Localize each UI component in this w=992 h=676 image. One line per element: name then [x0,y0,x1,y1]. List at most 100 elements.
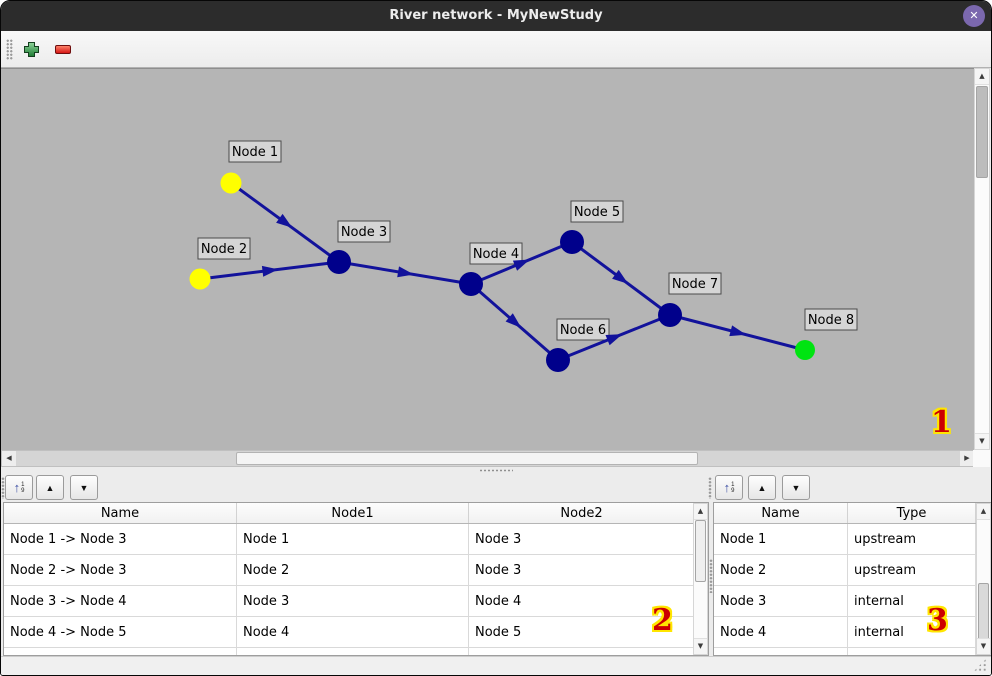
canvas-hscroll-thumb[interactable] [236,452,698,465]
table-cell[interactable]: Node 3 [236,585,469,617]
node-label-box-node-3[interactable] [337,220,391,243]
vertical-sash-handle[interactable] [709,559,713,593]
table-cell[interactable]: internal [847,616,976,648]
table-cell [847,647,976,655]
triangle-up-icon: ▲ [757,482,767,493]
reaches-vscroll-thumb[interactable] [695,520,706,582]
scroll-down-button[interactable]: ▼ [977,638,990,654]
node-node-7[interactable] [658,303,682,327]
edge-arrow-icon [505,313,522,328]
node-node-1[interactable] [220,172,242,194]
table-cell [4,647,237,655]
table-cell[interactable]: Node 4 [468,585,695,617]
table-cell[interactable]: Node 3 [714,585,848,617]
table-cell[interactable]: Node 3 [468,523,695,555]
scroll-up-button[interactable]: ▲ [977,504,990,520]
canvas-vscrollbar[interactable]: ▲ ▼ [974,68,990,450]
toolbar-drag-handle[interactable] [6,39,13,60]
table-cell[interactable]: Node 4 [714,616,848,648]
edge-arrow-icon [397,266,414,278]
node-label-box-node-7[interactable] [668,272,722,295]
node-node-8[interactable] [795,340,815,360]
table-cell[interactable]: Node 1 [236,523,469,555]
node-label-node-8: Node 8 [808,313,854,328]
table-cell[interactable]: Node 4 -> Node 5 [4,616,237,648]
reaches-move-up-button[interactable]: ▲ [36,475,64,500]
reaches-toolbar-drag-handle[interactable] [1,477,5,499]
nodes-toolbar-drag-handle[interactable] [708,477,712,499]
scroll-up-button[interactable]: ▲ [694,504,707,520]
column-header[interactable]: Name [4,503,237,524]
node-label-box-node-2[interactable] [197,237,251,260]
column-header[interactable]: Node2 [468,503,695,524]
arrow-up-icon: ▲ [697,507,704,515]
close-button[interactable]: ✕ [963,5,985,27]
scroll-down-button[interactable]: ▼ [694,638,707,654]
horizontal-splitter[interactable] [1,467,991,475]
table-cell[interactable]: upstream [847,523,976,555]
titlebar[interactable]: River network - MyNewStudy ✕ [1,1,991,31]
node-label-node-5: Node 5 [574,205,620,220]
canvas-hscrollbar[interactable]: ◀ ▶ [1,450,975,467]
table-cell[interactable]: upstream [847,554,976,586]
arrow-down-icon: ▼ [980,642,987,650]
table-cell[interactable]: Node 4 [236,616,469,648]
table-cell [236,647,469,655]
resize-grip-icon[interactable] [973,658,987,672]
reaches-move-down-button[interactable]: ▼ [70,475,98,500]
node-label-box-node-6[interactable] [556,318,610,341]
scroll-right-button[interactable]: ▶ [960,451,974,466]
nodes-move-down-button[interactable]: ▼ [782,475,810,500]
node-node-5[interactable] [560,230,584,254]
table-cell[interactable]: Node 5 [468,616,695,648]
canvas-vscroll-thumb[interactable] [976,86,988,178]
table-cell[interactable]: Node 3 -> Node 4 [4,585,237,617]
node-label-box-node-8[interactable] [804,308,858,331]
annotation-reaches-table: 2 [652,603,673,638]
column-header[interactable]: Type [847,503,976,524]
node-node-2[interactable] [189,268,211,290]
reaches-vscrollbar[interactable]: ▲ ▼ [693,503,708,655]
scroll-left-button[interactable]: ◀ [2,451,16,466]
add-button[interactable] [18,36,44,62]
minus-icon [55,44,71,54]
splitter-dots-icon [479,469,513,472]
table-cell[interactable]: Node 2 -> Node 3 [4,554,237,586]
node-node-4[interactable] [459,272,483,296]
table-cell[interactable]: Node 2 [714,554,848,586]
node-label-box-node-1[interactable] [228,140,282,163]
node-label-box-node-5[interactable] [570,200,624,223]
arrow-down-icon: ▼ [697,642,704,650]
table-cell[interactable]: Node 1 -> Node 3 [4,523,237,555]
column-header[interactable]: Name [714,503,848,524]
remove-button[interactable] [50,36,76,62]
node-node-6[interactable] [546,348,570,372]
column-header[interactable]: Node1 [236,503,469,524]
node-node-3[interactable] [327,250,351,274]
scroll-up-button[interactable]: ▲ [975,69,989,85]
table-cell[interactable]: Node 2 [236,554,469,586]
table-cell[interactable]: Node 1 [714,523,848,555]
table-cell[interactable]: Node 3 [468,554,695,586]
table-row-partial [4,647,695,655]
node-label-box-node-4[interactable] [469,242,523,265]
nodes-vscroll-thumb[interactable] [978,583,989,645]
nodes-vscrollbar[interactable]: ▲ ▼ [976,503,991,655]
scroll-down-button[interactable]: ▼ [975,433,989,449]
table-cell[interactable]: internal [847,585,976,617]
nodes-move-up-button[interactable]: ▲ [748,475,776,500]
